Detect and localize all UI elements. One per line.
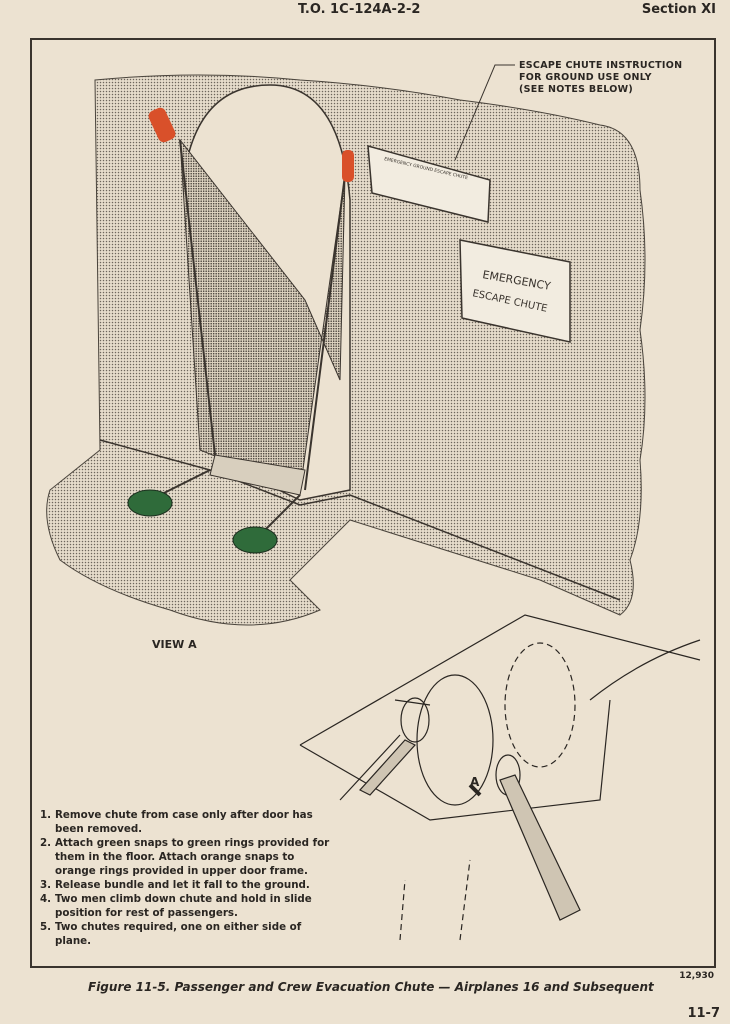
step-item: 5.Two chutes required, one on either sid… — [40, 920, 330, 948]
green-snap-left — [127, 489, 173, 517]
step-number: 4. — [40, 893, 52, 905]
figure-caption: Figure 11-5. Passenger and Crew Evacuati… — [88, 980, 654, 994]
orange-snap-right — [342, 150, 354, 182]
view-marker: A — [470, 775, 480, 789]
escape-chute-bag — [459, 239, 571, 343]
step-number: 5. — [40, 921, 52, 933]
step-text: Attach green snaps to green rings provid… — [55, 837, 330, 877]
step-item: 2.Attach green snaps to green rings prov… — [40, 836, 330, 878]
fuselage-view — [299, 614, 701, 941]
step-item: 1.Remove chute from case only after door… — [40, 808, 330, 836]
page-number: 11-7 — [687, 1006, 720, 1021]
orange-snap-left — [148, 107, 176, 143]
step-text: Remove chute from case only after door h… — [55, 809, 313, 835]
step-item: 3.Release bundle and let it fall to the … — [40, 878, 330, 892]
figure-frame — [30, 38, 716, 968]
step-number: 1. — [40, 809, 52, 821]
green-snap-right — [232, 526, 278, 554]
instruction-placard — [367, 144, 491, 223]
callout-line: FOR GROUND USE ONLY — [519, 72, 652, 83]
callout-line: (SEE NOTES BELOW) — [519, 84, 634, 95]
figure-id: 12,930 — [679, 971, 714, 981]
step-item: 4.Two men climb down chute and hold in s… — [40, 892, 330, 920]
instruction-callout: ESCAPE CHUTE INSTRUCTION FOR GROUND USE … — [519, 60, 682, 96]
step-number: 3. — [40, 879, 52, 891]
step-text: Release bundle and let it fall to the gr… — [55, 879, 310, 891]
step-text: Two chutes required, one on either side … — [55, 921, 302, 947]
step-number: 2. — [40, 837, 52, 849]
callout-line: ESCAPE CHUTE INSTRUCTION — [519, 60, 683, 71]
instruction-steps: 1.Remove chute from case only after door… — [40, 808, 330, 948]
section-label: Section XI — [641, 2, 716, 17]
view-label: VIEW A — [152, 638, 197, 651]
step-text: Two men climb down chute and hold in sli… — [55, 893, 312, 919]
document-number: T.O. 1C-124A-2-2 — [298, 2, 421, 17]
